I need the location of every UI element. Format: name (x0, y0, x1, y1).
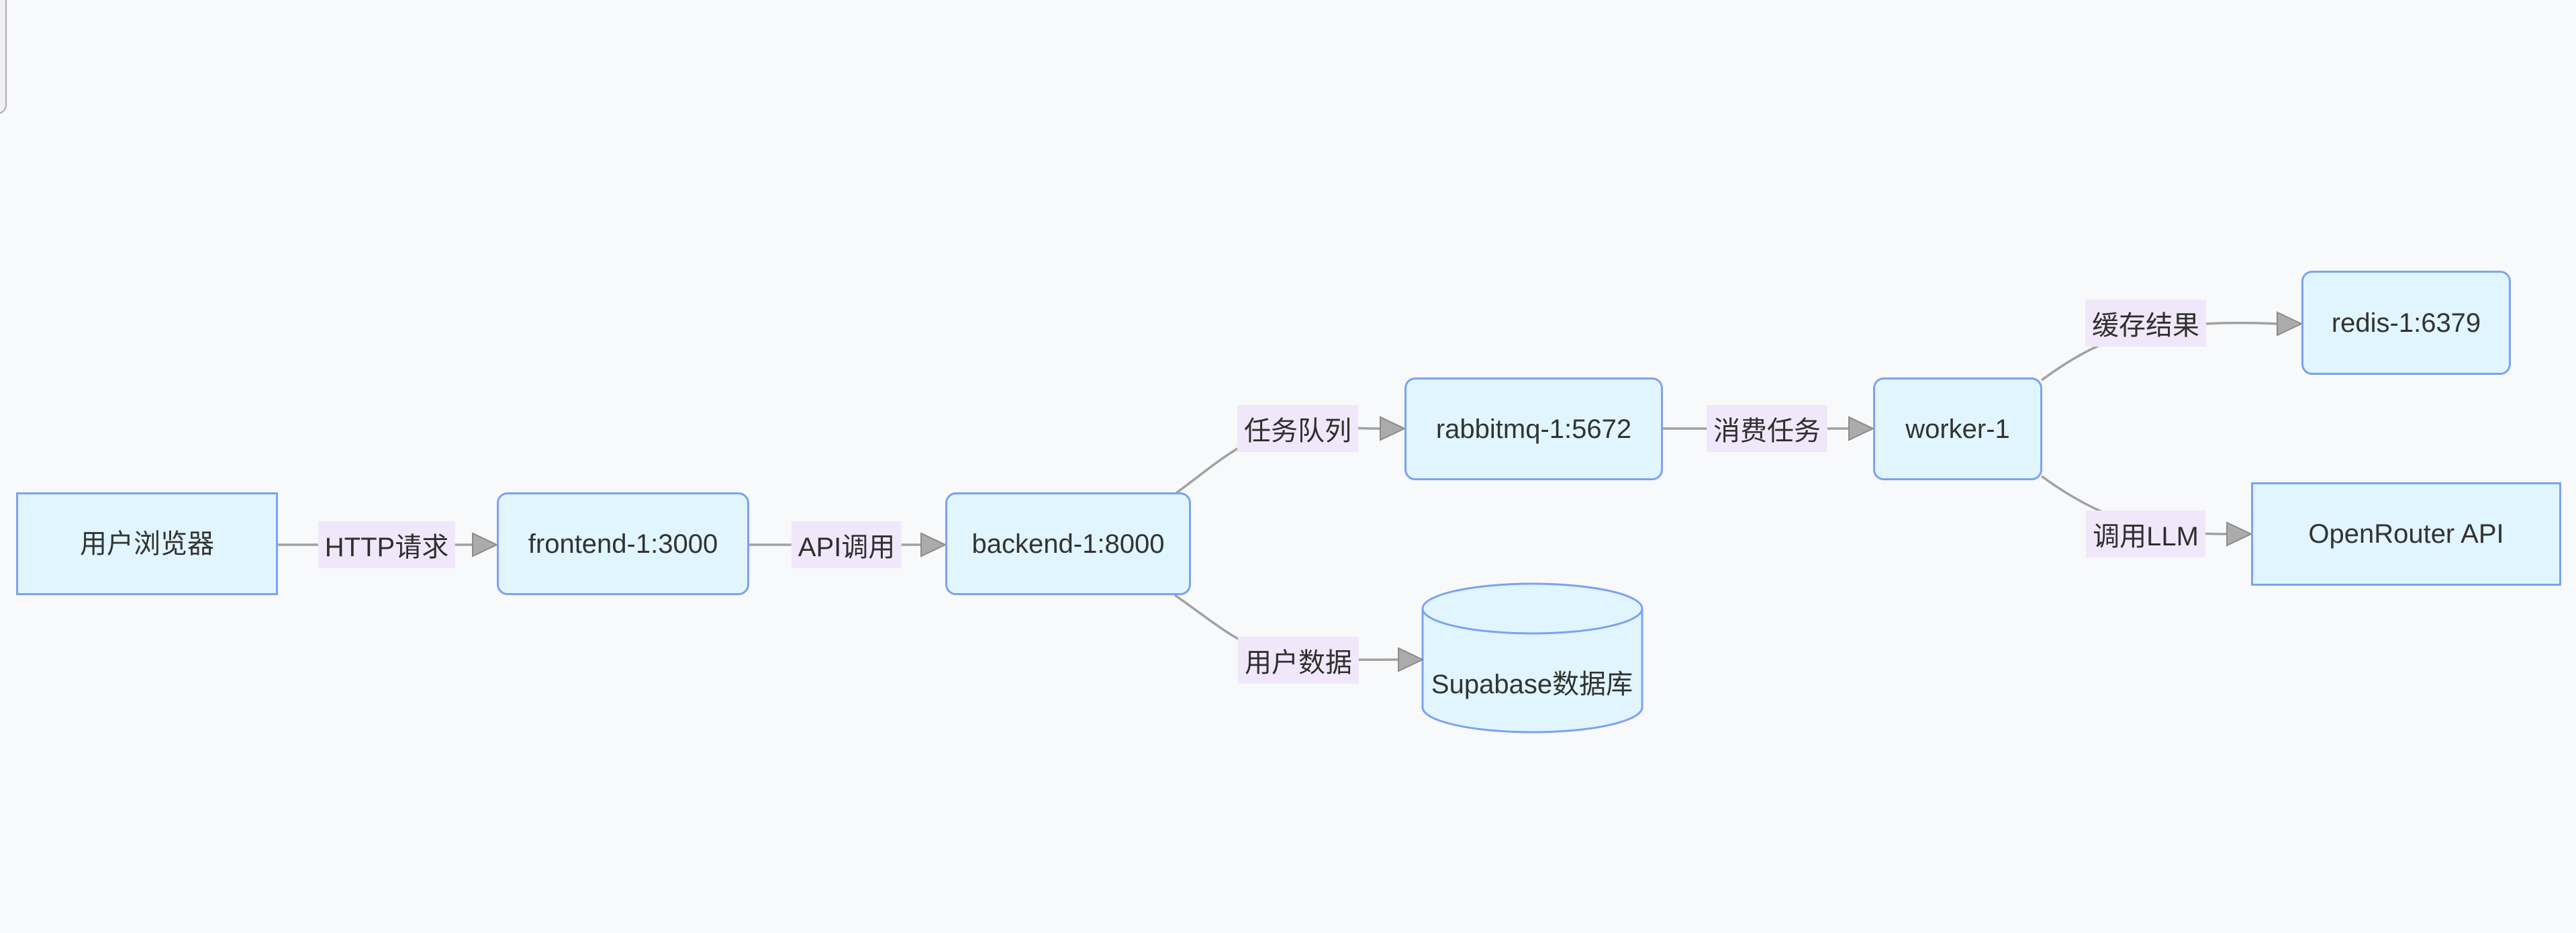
edge-label-task-queue: 任务队列 (1237, 405, 1358, 452)
edge-label-consume-task: 消费任务 (1707, 405, 1827, 452)
node-backend: backend-1:8000 (945, 492, 1191, 595)
node-backend-label: backend-1:8000 (971, 529, 1165, 559)
database-cylinder-shape (1421, 609, 1643, 734)
edge-label-api-call: API调用 (791, 521, 902, 568)
arrowhead-openrouter (2226, 521, 2253, 547)
arrowhead-frontend (472, 532, 499, 558)
node-redis-label: redis-1:6379 (2331, 308, 2481, 338)
edge-label-call-llm: 调用LLM (2086, 510, 2205, 558)
arrowhead-worker (1848, 416, 1875, 441)
edge-label-user-data: 用户数据 (1238, 637, 1359, 684)
node-supabase-label: Supabase数据库 (1431, 670, 1633, 699)
node-rabbitmq: rabbitmq-1:5672 (1404, 377, 1663, 480)
database-cylinder-top (1421, 582, 1643, 635)
node-rabbitmq-label: rabbitmq-1:5672 (1435, 414, 1632, 444)
node-openrouter-label: OpenRouter API (2308, 519, 2504, 549)
node-redis: redis-1:6379 (2301, 271, 2511, 375)
edge-label-http-request: HTTP请求 (318, 521, 456, 568)
node-user-browser-label: 用户浏览器 (80, 529, 214, 559)
node-user-browser: 用户浏览器 (16, 492, 278, 595)
node-openrouter: OpenRouter API (2251, 482, 2561, 586)
arrowhead-backend (920, 532, 947, 558)
node-frontend: frontend-1:3000 (497, 492, 749, 595)
edge-label-cache-result: 缓存结果 (2085, 300, 2206, 347)
arrowhead-rabbitmq (1380, 416, 1406, 441)
arrowhead-supabase (1398, 647, 1425, 672)
node-worker: worker-1 (1873, 377, 2042, 480)
node-frontend-label: frontend-1:3000 (528, 529, 718, 559)
arrowhead-redis (2277, 311, 2303, 337)
node-worker-label: worker-1 (1905, 414, 2010, 444)
